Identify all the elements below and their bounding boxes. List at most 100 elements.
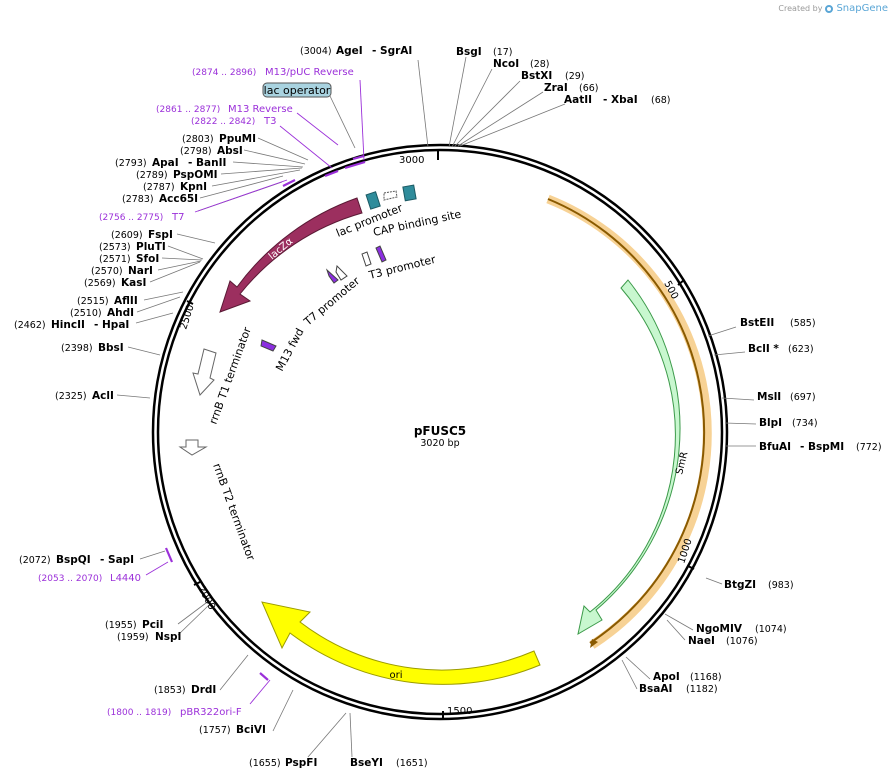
enzyme-isoschizomer: - BspMI bbox=[800, 441, 844, 453]
primer-leader-lines bbox=[145, 79, 365, 705]
enzyme-position: (2072) bbox=[19, 555, 51, 566]
enzyme-position: (2783) bbox=[122, 194, 154, 205]
enzyme-name: KasI bbox=[121, 277, 146, 289]
enzyme-position: (3004) bbox=[300, 46, 332, 57]
enzyme-name: AatII bbox=[564, 94, 592, 106]
enzyme-name: AgeI bbox=[336, 45, 363, 57]
enzyme-name: PspFI bbox=[285, 757, 317, 769]
primer-name: T7 bbox=[171, 212, 184, 223]
enzyme-position: (2609) bbox=[111, 230, 143, 241]
enzyme-position: (2515) bbox=[77, 296, 109, 307]
enzyme-position: (1955) bbox=[105, 620, 137, 631]
primer-name: pBR322ori-F bbox=[180, 707, 242, 718]
snapgene-credit: Created by SnapGene bbox=[778, 3, 888, 14]
primer-range: (1800 .. 1819) bbox=[107, 708, 171, 718]
enzyme-name: PciI bbox=[142, 619, 163, 631]
enzyme-isoschizomer: - SgrAI bbox=[372, 45, 412, 57]
credit-brand: SnapGene bbox=[836, 3, 888, 14]
enzyme-position: (1757) bbox=[199, 725, 231, 736]
enzyme-position: (2793) bbox=[115, 158, 147, 169]
ori-feature bbox=[261, 601, 541, 685]
enzyme-name: BseYI bbox=[350, 757, 383, 769]
primer-range: (2053 .. 2070) bbox=[38, 574, 102, 584]
enzyme-leader-lines bbox=[116, 56, 757, 758]
lac-promoter-elements bbox=[365, 184, 417, 210]
enzyme-isoschizomer: - BanII bbox=[188, 157, 226, 169]
enzyme-position: (983) bbox=[768, 580, 794, 591]
lacza-feature bbox=[219, 197, 363, 313]
enzyme-isoschizomer: - SapI bbox=[100, 554, 134, 566]
enzyme-position: (1959) bbox=[117, 632, 149, 643]
enzyme-position: (2798) bbox=[180, 146, 212, 157]
enzyme-position: (29) bbox=[565, 71, 585, 82]
enzyme-position: (17) bbox=[493, 47, 513, 58]
enzyme-name: BstXI bbox=[521, 70, 552, 82]
primer-range: (2822 .. 2842) bbox=[191, 117, 255, 127]
ring-ticks bbox=[186, 151, 695, 720]
enzyme-name: KpnI bbox=[180, 181, 207, 193]
smr-feature bbox=[546, 194, 712, 649]
enzyme-name: DrdI bbox=[191, 684, 216, 696]
smr-label: SmR bbox=[674, 451, 690, 476]
primer-range: (2874 .. 2896) bbox=[192, 68, 256, 78]
m13-fwd-label: M13 fwd bbox=[273, 326, 306, 373]
enzyme-name: NcoI bbox=[493, 58, 519, 70]
plasmid-length: 3020 bp bbox=[420, 438, 459, 449]
enzyme-name: NaeI bbox=[688, 635, 715, 647]
enzyme-position: (585) bbox=[790, 318, 816, 329]
enzyme-name: BlpI bbox=[759, 417, 782, 429]
enzyme-position: (2573) bbox=[99, 242, 131, 253]
enzyme-name: FspI bbox=[148, 229, 173, 241]
enzyme-name: BclI * bbox=[748, 343, 779, 355]
enzyme-position: (2789) bbox=[136, 170, 168, 181]
enzyme-name: SfoI bbox=[136, 253, 159, 265]
enzyme-name: BsgI bbox=[456, 46, 482, 58]
enzyme-position: (2803) bbox=[182, 134, 214, 145]
enzyme-position: (2398) bbox=[61, 343, 93, 354]
enzyme-position: (1182) bbox=[686, 684, 718, 695]
enzyme-isoschizomer: - HpaI bbox=[94, 319, 129, 331]
primer-range: (2756 .. 2775) bbox=[99, 213, 163, 223]
enzyme-name: BciVI bbox=[236, 724, 266, 736]
enzyme-name: BsaAI bbox=[639, 683, 672, 695]
enzyme-position: (623) bbox=[788, 344, 814, 355]
enzyme-position: (1853) bbox=[154, 685, 186, 696]
enzyme-name: BstEII bbox=[740, 317, 774, 329]
enzyme-position: (1076) bbox=[726, 636, 758, 647]
enzyme-position: (1074) bbox=[755, 624, 787, 635]
enzyme-name: MslI bbox=[757, 391, 781, 403]
ori-label: ori bbox=[389, 670, 402, 681]
primer-range: (2861 .. 2877) bbox=[156, 105, 220, 115]
enzyme-position: (66) bbox=[579, 83, 599, 94]
ring-tick-label: 2000 bbox=[195, 584, 217, 612]
enzyme-position: (2571) bbox=[99, 254, 131, 265]
enzyme-name: BfuAI bbox=[759, 441, 791, 453]
enzyme-name: ApaI bbox=[152, 157, 179, 169]
enzyme-name: HincII bbox=[51, 319, 85, 331]
snapgene-logo-icon bbox=[825, 4, 834, 13]
enzyme-name: NarI bbox=[128, 265, 153, 277]
credit-prefix: Created by bbox=[778, 4, 823, 13]
primer-marks bbox=[164, 154, 366, 681]
ring-tick-label: 3000 bbox=[399, 155, 424, 166]
enzyme-name: PspOMI bbox=[173, 169, 218, 181]
enzyme-position: (68) bbox=[651, 95, 671, 106]
primer-name: M13 Reverse bbox=[228, 104, 293, 115]
lac-operator-leader bbox=[329, 95, 356, 149]
enzyme-position: (1168) bbox=[690, 672, 722, 683]
primer-name: T3 bbox=[263, 116, 276, 127]
enzyme-name: NspI bbox=[155, 631, 181, 643]
enzyme-name: PluTI bbox=[136, 241, 166, 253]
enzyme-name: BspQI bbox=[56, 554, 91, 566]
enzyme-isoschizomer: - XbaI bbox=[603, 94, 638, 106]
enzyme-name: AbsI bbox=[217, 145, 243, 157]
enzyme-name: PpuMI bbox=[219, 133, 256, 145]
lac-operator-box bbox=[262, 82, 332, 98]
enzyme-name: AhdI bbox=[107, 307, 134, 319]
enzyme-name: ApoI bbox=[653, 671, 680, 683]
enzyme-position: (2787) bbox=[143, 182, 175, 193]
enzyme-position: (2325) bbox=[55, 391, 87, 402]
enzyme-position: (28) bbox=[530, 59, 550, 70]
promoter-arrows bbox=[260, 245, 387, 352]
